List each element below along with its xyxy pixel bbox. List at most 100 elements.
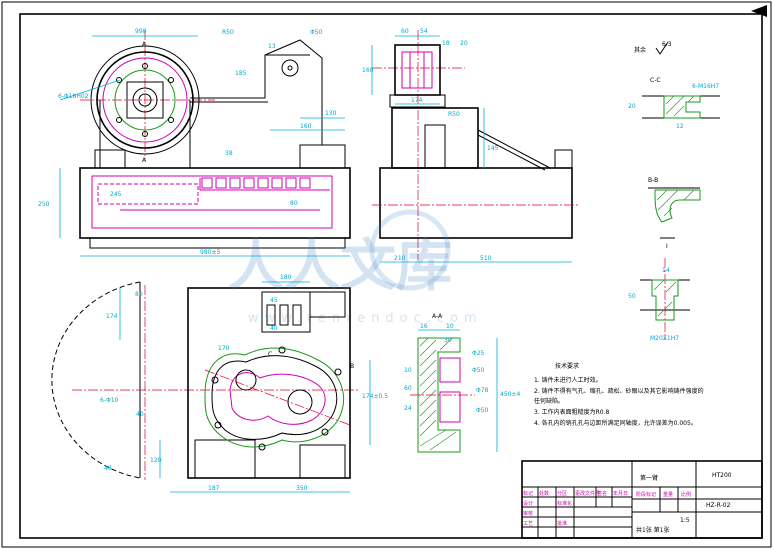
dim-aa-24: 24 bbox=[404, 405, 412, 412]
dim-plan-120: 120 bbox=[150, 457, 162, 464]
material: HT200 bbox=[712, 472, 732, 479]
dim-plan-350: 350 bbox=[296, 485, 308, 492]
dim-245: 245 bbox=[110, 191, 122, 198]
dim-side-60: 60 bbox=[401, 28, 409, 35]
tb-label: 标准化 bbox=[557, 500, 572, 507]
sheet-info: 共1张 第1张 bbox=[636, 526, 670, 534]
dim-aa-b: Φ50 bbox=[476, 407, 489, 414]
note-item: 1. 铸件未进行人工时效。 bbox=[534, 376, 602, 384]
dim-185: 185 bbox=[235, 70, 247, 77]
tb-label: 签名 bbox=[597, 490, 607, 497]
dim-130: 130 bbox=[325, 110, 337, 117]
dim-plan-48: 48 bbox=[104, 465, 112, 472]
section-mark-c: C bbox=[268, 351, 272, 358]
tb-label: 比例 bbox=[681, 491, 691, 498]
drawing-number: HZ-R-02 bbox=[706, 502, 731, 509]
tb-label: 重量 bbox=[663, 491, 673, 498]
tb-label: 标记 bbox=[523, 490, 533, 497]
dim-aa-16: 16 bbox=[420, 323, 428, 330]
dim-aa-450: 450±4 bbox=[500, 391, 520, 398]
dim-holes: 6-Φ18H02 bbox=[58, 93, 89, 100]
dim-250: 250 bbox=[38, 201, 50, 208]
dim-plan-170: 170 bbox=[218, 345, 230, 352]
section-mark-b: B bbox=[350, 363, 354, 370]
dim-side-20: 20 bbox=[460, 40, 468, 47]
dim-plan-80: 80 bbox=[135, 291, 143, 298]
dim-side-174: 174 bbox=[411, 97, 423, 104]
dim-i-thread: M20X1H7 bbox=[650, 335, 679, 342]
surface-finish-note: 其余 6.3 bbox=[634, 41, 672, 55]
dim-plan-40b: 40 bbox=[136, 411, 144, 418]
surface-finish-value: 6.3 bbox=[662, 41, 672, 48]
dim-38: 38 bbox=[225, 150, 233, 157]
dim-plan-180: 180 bbox=[280, 274, 292, 281]
section-c-c-label: C-C bbox=[650, 77, 661, 84]
tb-label: 年月日 bbox=[613, 490, 628, 497]
dim-phi50: Φ50 bbox=[310, 29, 323, 36]
dim-i-14: 14 bbox=[662, 267, 670, 274]
section-mark-a-top: A bbox=[142, 41, 147, 48]
dim-980: 980±5 bbox=[200, 249, 220, 256]
tb-label: 处数 bbox=[539, 490, 549, 497]
dim-plan-40: 40 bbox=[270, 325, 278, 332]
dim-aa-50: Φ50 bbox=[472, 367, 485, 374]
dim-side-160: 160 bbox=[362, 67, 374, 74]
notes-heading: 技术要求 bbox=[555, 362, 579, 370]
note-item: 4. 各孔内的销孔孔与边距所满足同轴度，允许误差为0.005。 bbox=[534, 419, 697, 427]
dim-front-width: 998 bbox=[135, 28, 147, 35]
dim-side-510: 510 bbox=[480, 255, 492, 262]
dim-cc-12: 12 bbox=[676, 123, 684, 130]
dim-side-18: 18 bbox=[442, 40, 450, 47]
watermark-cn: 人人文库 bbox=[228, 234, 452, 299]
watermark-en: www.renrendoc.com bbox=[248, 311, 483, 326]
dim-13: 13 bbox=[268, 43, 276, 50]
dim-aa-25: Φ25 bbox=[472, 350, 485, 357]
dim-side-r: R50 bbox=[448, 111, 460, 118]
dim-i-50: 50 bbox=[628, 293, 636, 300]
note-item: 3. 工作内表面粗糙度为R0.8 bbox=[534, 408, 610, 416]
drawing-frame bbox=[19, 13, 763, 539]
section-a-a: A-A 16 10 30 Φ25 10 Φ50 60 Φ78 24 Φ50 45… bbox=[404, 313, 520, 453]
note-item: 任何缺陷。 bbox=[534, 397, 564, 405]
dim-160: 160 bbox=[300, 123, 312, 130]
tb-label: 阶段标记 bbox=[636, 491, 656, 498]
scale: 1:5 bbox=[680, 517, 690, 524]
dim-cc-thread: 6-M16H7 bbox=[692, 83, 719, 90]
detail-i: I 14 50 M20X1H7 bbox=[628, 237, 690, 342]
title-block: 第一臂 HT200 HZ-R-02 1:5 共1张 第1张 标记 处数 分区 更… bbox=[521, 460, 763, 539]
dim-aa-60: 60 bbox=[404, 385, 412, 392]
dim-plan-1746: 174±0.5 bbox=[362, 393, 388, 400]
section-a-a-label: A-A bbox=[432, 313, 443, 320]
front-view: 998 250 980±5 6-Φ18H02 R50 Φ50 185 13 13… bbox=[38, 28, 351, 257]
dim-plan-45: 45 bbox=[270, 297, 278, 304]
section-mark-a-bottom: A bbox=[142, 157, 147, 164]
tb-label: 分区 bbox=[557, 490, 567, 497]
dim-aa-78: Φ78 bbox=[476, 387, 489, 394]
part-name: 第一臂 bbox=[640, 474, 658, 482]
dim-plan-174: 174 bbox=[106, 313, 118, 320]
dim-cc-20: 20 bbox=[628, 103, 636, 110]
tb-label: 更改文件号 bbox=[575, 490, 600, 497]
plan-view: 180 80 45 40 174 6-Φ10 40 48 187 350 120… bbox=[51, 274, 388, 493]
side-view: 60 54 18 20 160 174 145 210 510 R50 bbox=[362, 28, 580, 263]
dim-plan-6phi: 6-Φ10 bbox=[100, 397, 119, 404]
dim-r50: R50 bbox=[222, 29, 234, 36]
tb-label: 批准 bbox=[557, 520, 567, 527]
technical-requirements: 技术要求 1. 铸件未进行人工时效。 2. 铸件不得有气孔、缩孔、疏松、砂眼以及… bbox=[534, 362, 704, 427]
dim-side-145: 145 bbox=[487, 145, 499, 152]
dim-side-54: 54 bbox=[420, 28, 428, 35]
dim-plan-187: 187 bbox=[208, 485, 220, 492]
watermark: 人人文库 www.renrendoc.com bbox=[228, 209, 483, 326]
note-item: 2. 铸件不得有气孔、缩孔、疏松、砂眼以及其它影响铸件强度的 bbox=[534, 387, 704, 395]
orientation-arrow bbox=[751, 5, 767, 17]
dim-aa-30: 30 bbox=[444, 337, 452, 344]
section-b-b-label: B-B bbox=[648, 177, 658, 184]
detail-i-label: I bbox=[666, 243, 668, 250]
dim-aa-10b: 10 bbox=[404, 367, 412, 374]
dim-aa-10: 10 bbox=[446, 323, 454, 330]
tb-label: 设计 bbox=[523, 500, 533, 507]
section-b-b: B-B bbox=[648, 177, 701, 223]
tb-label: 工艺 bbox=[523, 521, 533, 527]
